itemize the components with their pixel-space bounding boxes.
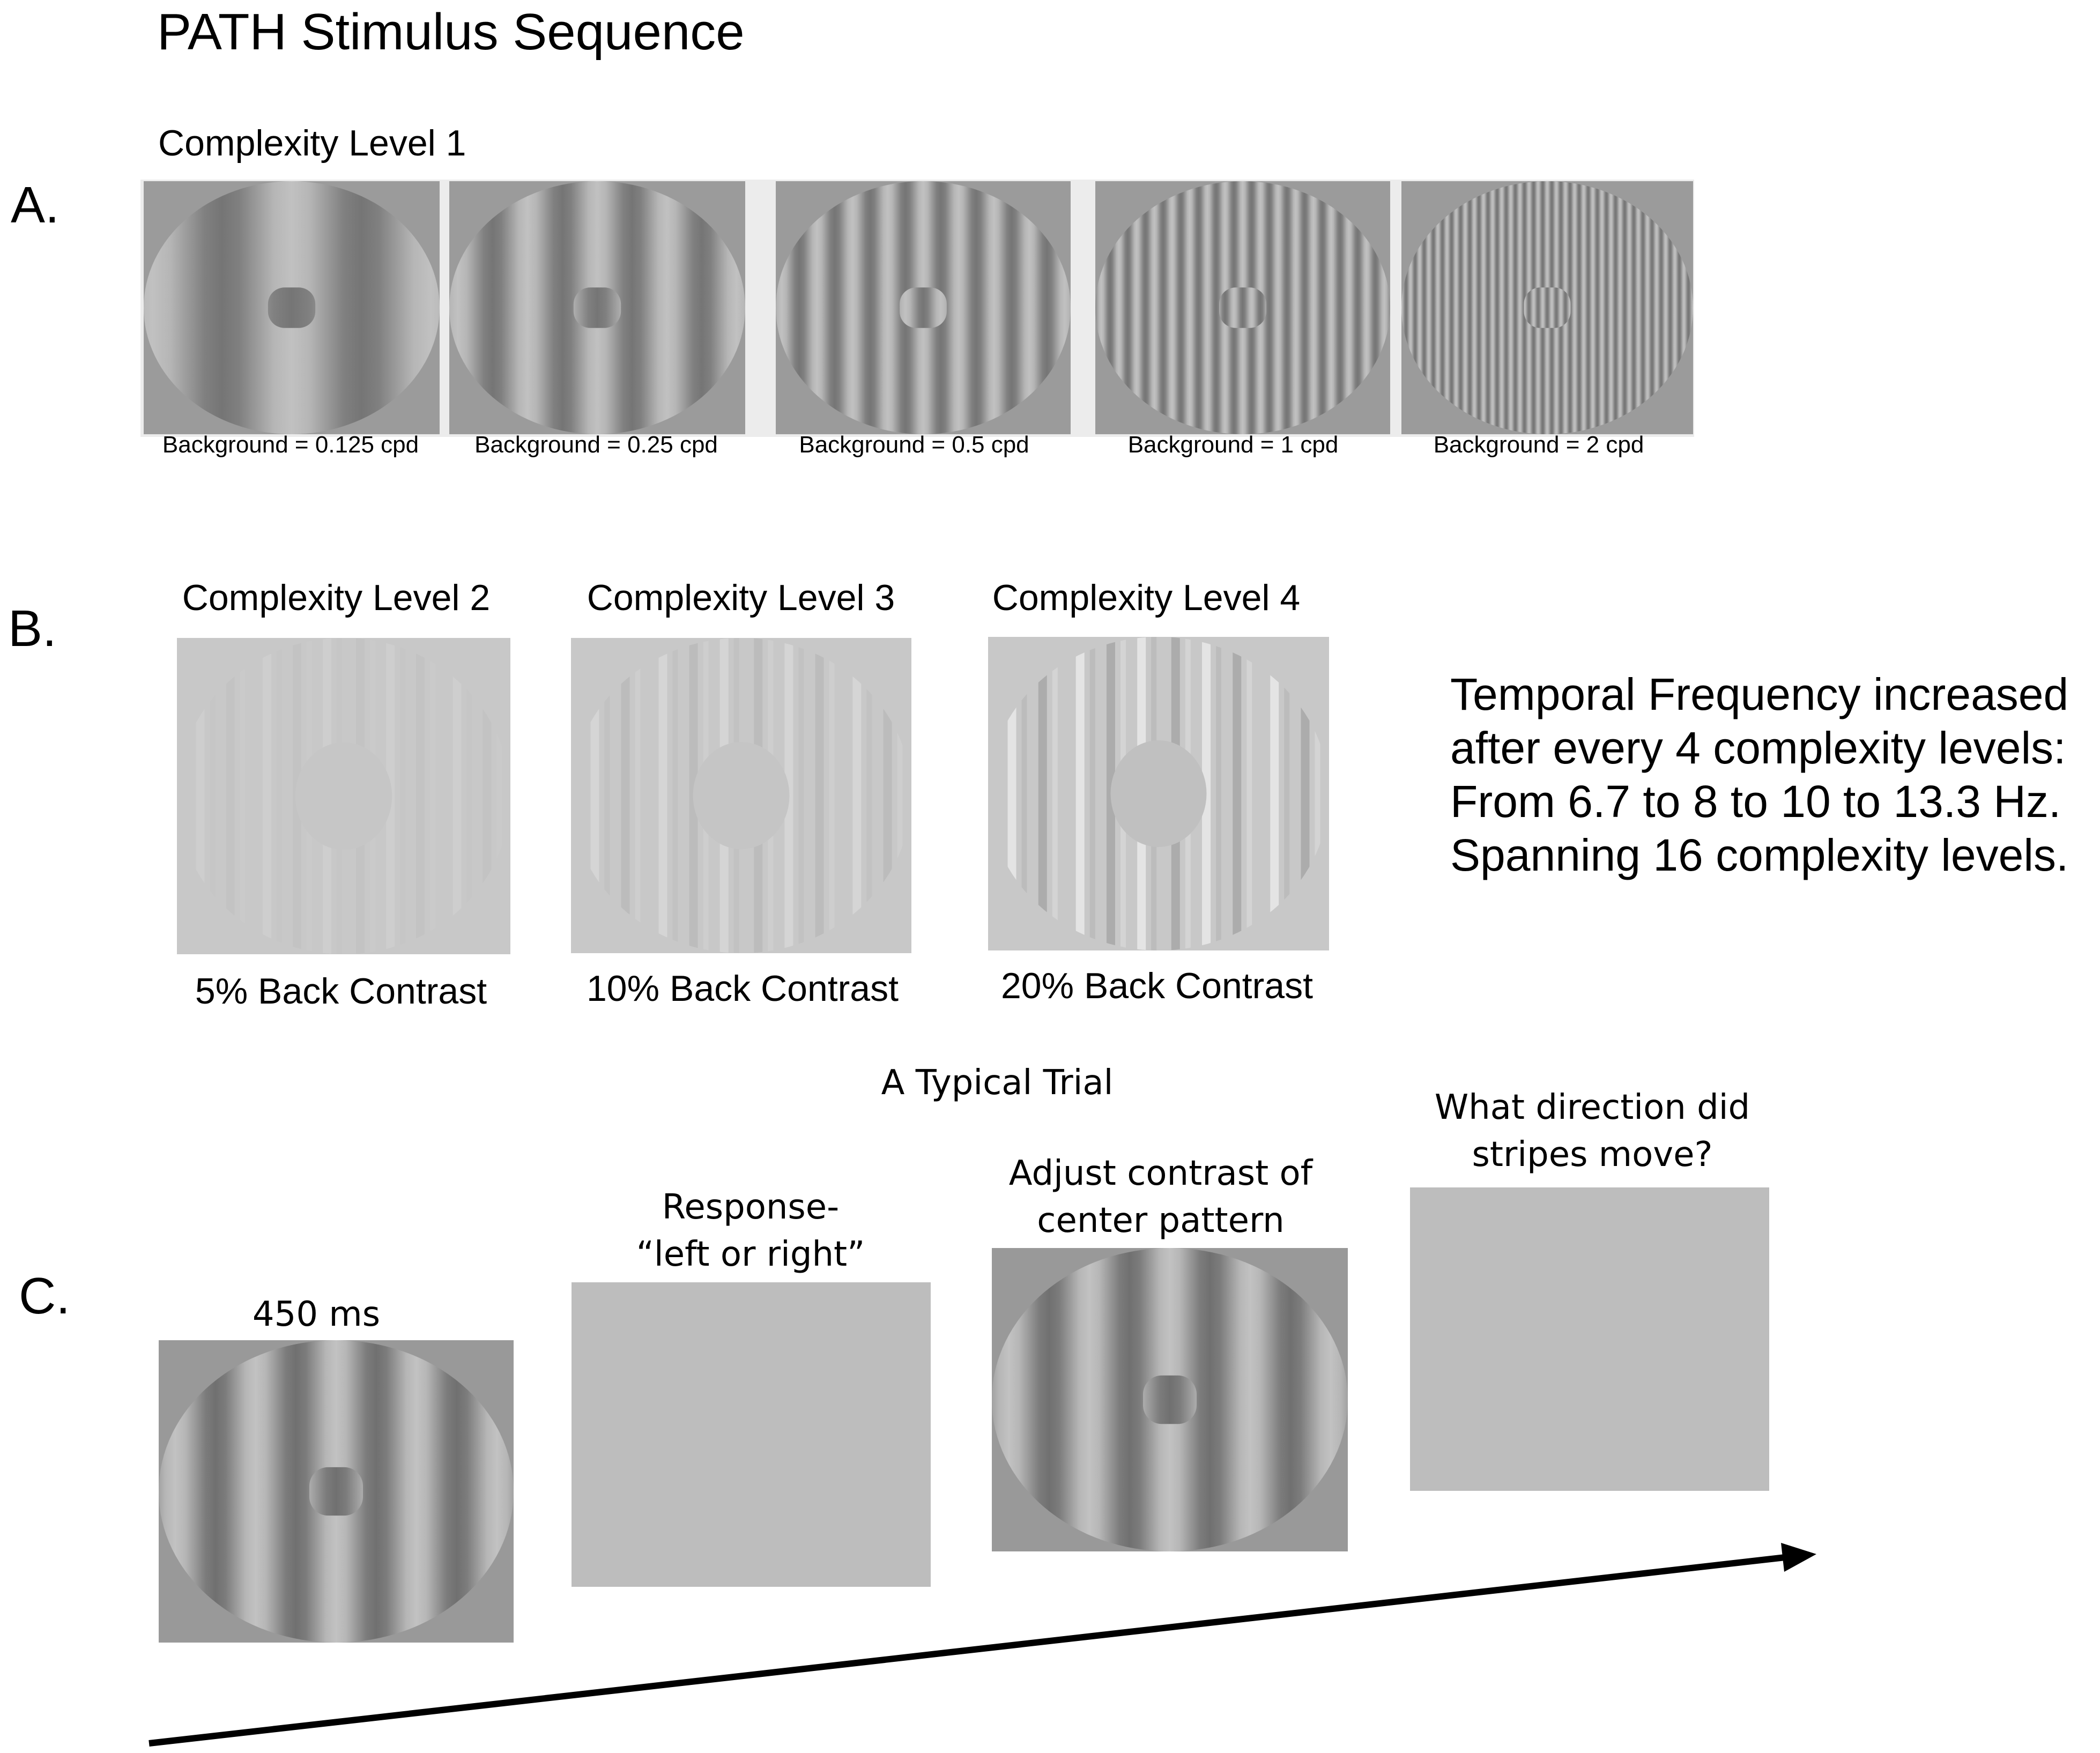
adjust-contrast-stimulus: [992, 1248, 1348, 1551]
time-arrow-shaft: [149, 1554, 1786, 1747]
cpd-label-3: Background = 0.5 cpd: [799, 432, 1029, 458]
step-3-label: Adjust contrast of center pattern: [965, 1150, 1356, 1244]
step-3-label-line-1: Adjust contrast of: [1008, 1154, 1313, 1193]
note-line-4: Spanning 16 complexity levels.: [1450, 830, 2069, 880]
complexity-level-2-heading: Complexity Level 2: [182, 577, 491, 618]
cpd-label-4: Background = 1 cpd: [1127, 432, 1339, 458]
cpd-label-2: Background = 0.25 cpd: [474, 432, 718, 458]
trial-stimulus-450ms: [159, 1340, 514, 1643]
complexity-level-1-heading: Complexity Level 1: [158, 123, 466, 164]
temporal-frequency-note: Temporal Frequency increased after every…: [1450, 667, 2068, 882]
cpd-label-1: Background = 0.125 cpd: [162, 432, 419, 458]
step-1-label: 450 ms: [172, 1291, 461, 1338]
note-line-3: From 6.7 to 8 to 10 to 13.3 Hz.: [1450, 776, 2061, 827]
time-arrow-head: [1781, 1543, 1816, 1572]
typical-trial-heading: A Typical Trial: [881, 1063, 1114, 1103]
cpd-label-5: Background = 2 cpd: [1433, 432, 1644, 458]
step-4-label-line-1: What direction did: [1434, 1088, 1750, 1127]
section-a-letter: A.: [11, 176, 60, 234]
complexity-level-4-heading: Complexity Level 4: [992, 577, 1301, 618]
figure-title: PATH Stimulus Sequence: [157, 3, 745, 61]
step-4-label-line-2: stripes move?: [1472, 1135, 1713, 1175]
stimulus-b-2: [571, 638, 911, 953]
stimulus-a-5: [1401, 181, 1693, 434]
stimulus-b-1: [177, 638, 510, 954]
complexity-level-3-heading: Complexity Level 3: [587, 577, 895, 618]
stimulus-b-3: [988, 637, 1329, 950]
step-2-label-line-2: “left or right”: [636, 1235, 865, 1274]
note-line-2: after every 4 complexity levels:: [1450, 723, 2066, 773]
section-b-letter: B.: [8, 600, 57, 657]
stimulus-a-2: [449, 181, 745, 434]
contrast-caption-1: 5% Back Contrast: [195, 971, 487, 1012]
stimulus-a-3: [776, 181, 1071, 434]
response-blank-screen: [572, 1282, 931, 1587]
stimulus-a-1: [144, 181, 440, 434]
step-3-label-line-2: center pattern: [1037, 1201, 1285, 1241]
step-2-label: Response- “left or right”: [571, 1184, 930, 1278]
contrast-caption-2: 10% Back Contrast: [586, 968, 899, 1009]
stimulus-a-4: [1095, 181, 1390, 434]
section-c-letter: C.: [19, 1267, 70, 1325]
note-line-1: Temporal Frequency increased: [1450, 669, 2069, 719]
step-4-label: What direction did stripes move?: [1394, 1084, 1791, 1178]
direction-question-blank-screen: [1410, 1187, 1769, 1491]
step-2-label-line-1: Response-: [662, 1187, 840, 1227]
contrast-caption-3: 20% Back Contrast: [1000, 965, 1314, 1006]
step-1-label-line-1: 450 ms: [252, 1295, 381, 1334]
